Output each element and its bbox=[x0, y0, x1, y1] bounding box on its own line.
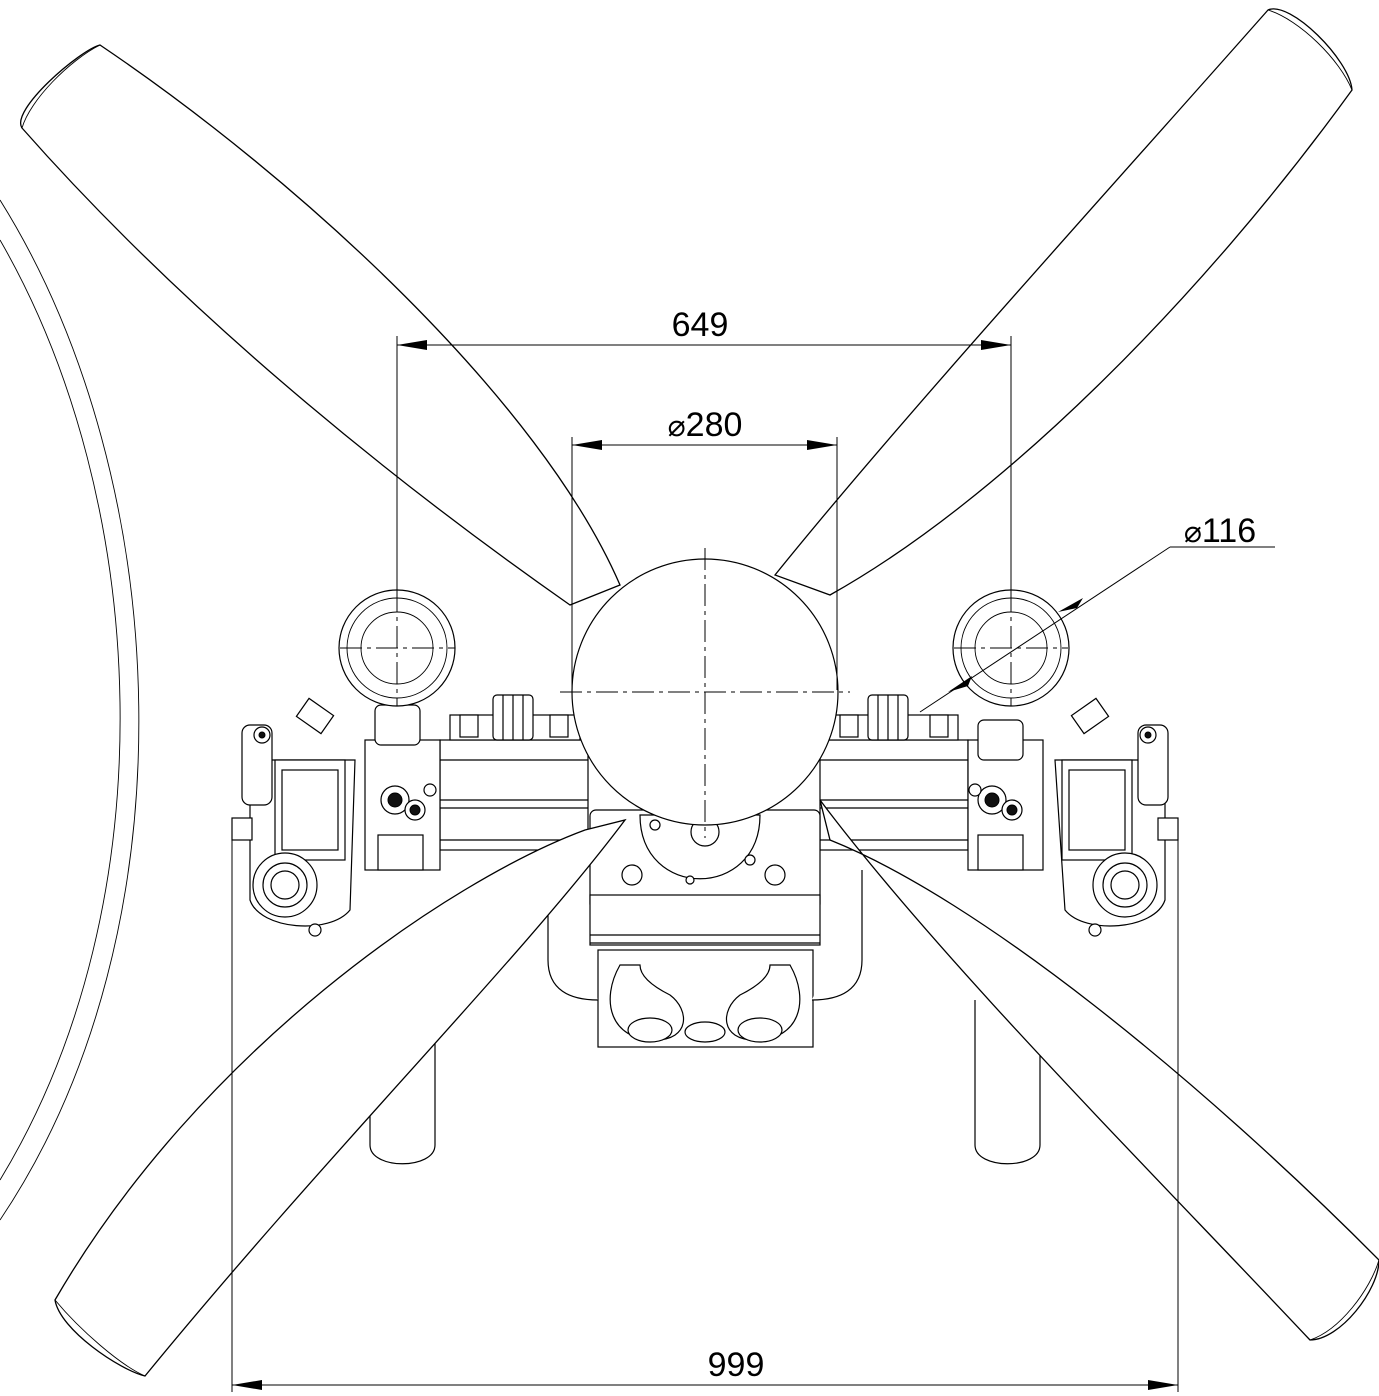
propeller-blade-upper-right bbox=[773, 8, 1353, 596]
dimension-label-649: 649 bbox=[672, 306, 729, 344]
right-accessory-group bbox=[968, 697, 1179, 937]
right-exhaust-outlet bbox=[952, 589, 1070, 707]
engine-body bbox=[231, 694, 1179, 1165]
propeller-blade-upper-left bbox=[19, 44, 621, 606]
dimension-hub-diameter: ⌀280 bbox=[571, 406, 838, 690]
propeller-blade-lower-left bbox=[54, 818, 627, 1377]
dimension-label-280: ⌀280 bbox=[668, 406, 743, 444]
dimension-label-999: 999 bbox=[708, 1346, 765, 1384]
left-exhaust-outlet bbox=[338, 589, 456, 707]
dimension-exhaust-diameter: ⌀116 bbox=[919, 512, 1275, 713]
propeller-disc-arc bbox=[0, 199, 140, 1221]
dimension-overall-width: 999 bbox=[231, 820, 1179, 1392]
left-accessory-group bbox=[231, 697, 437, 937]
propeller bbox=[19, 8, 1379, 1377]
dimension-label-116: ⌀116 bbox=[1184, 512, 1256, 550]
propeller-blade-lower-right bbox=[819, 799, 1379, 1341]
dimension-exhaust-spacing: 649 bbox=[396, 306, 1012, 590]
central-crankcase bbox=[547, 809, 863, 1048]
